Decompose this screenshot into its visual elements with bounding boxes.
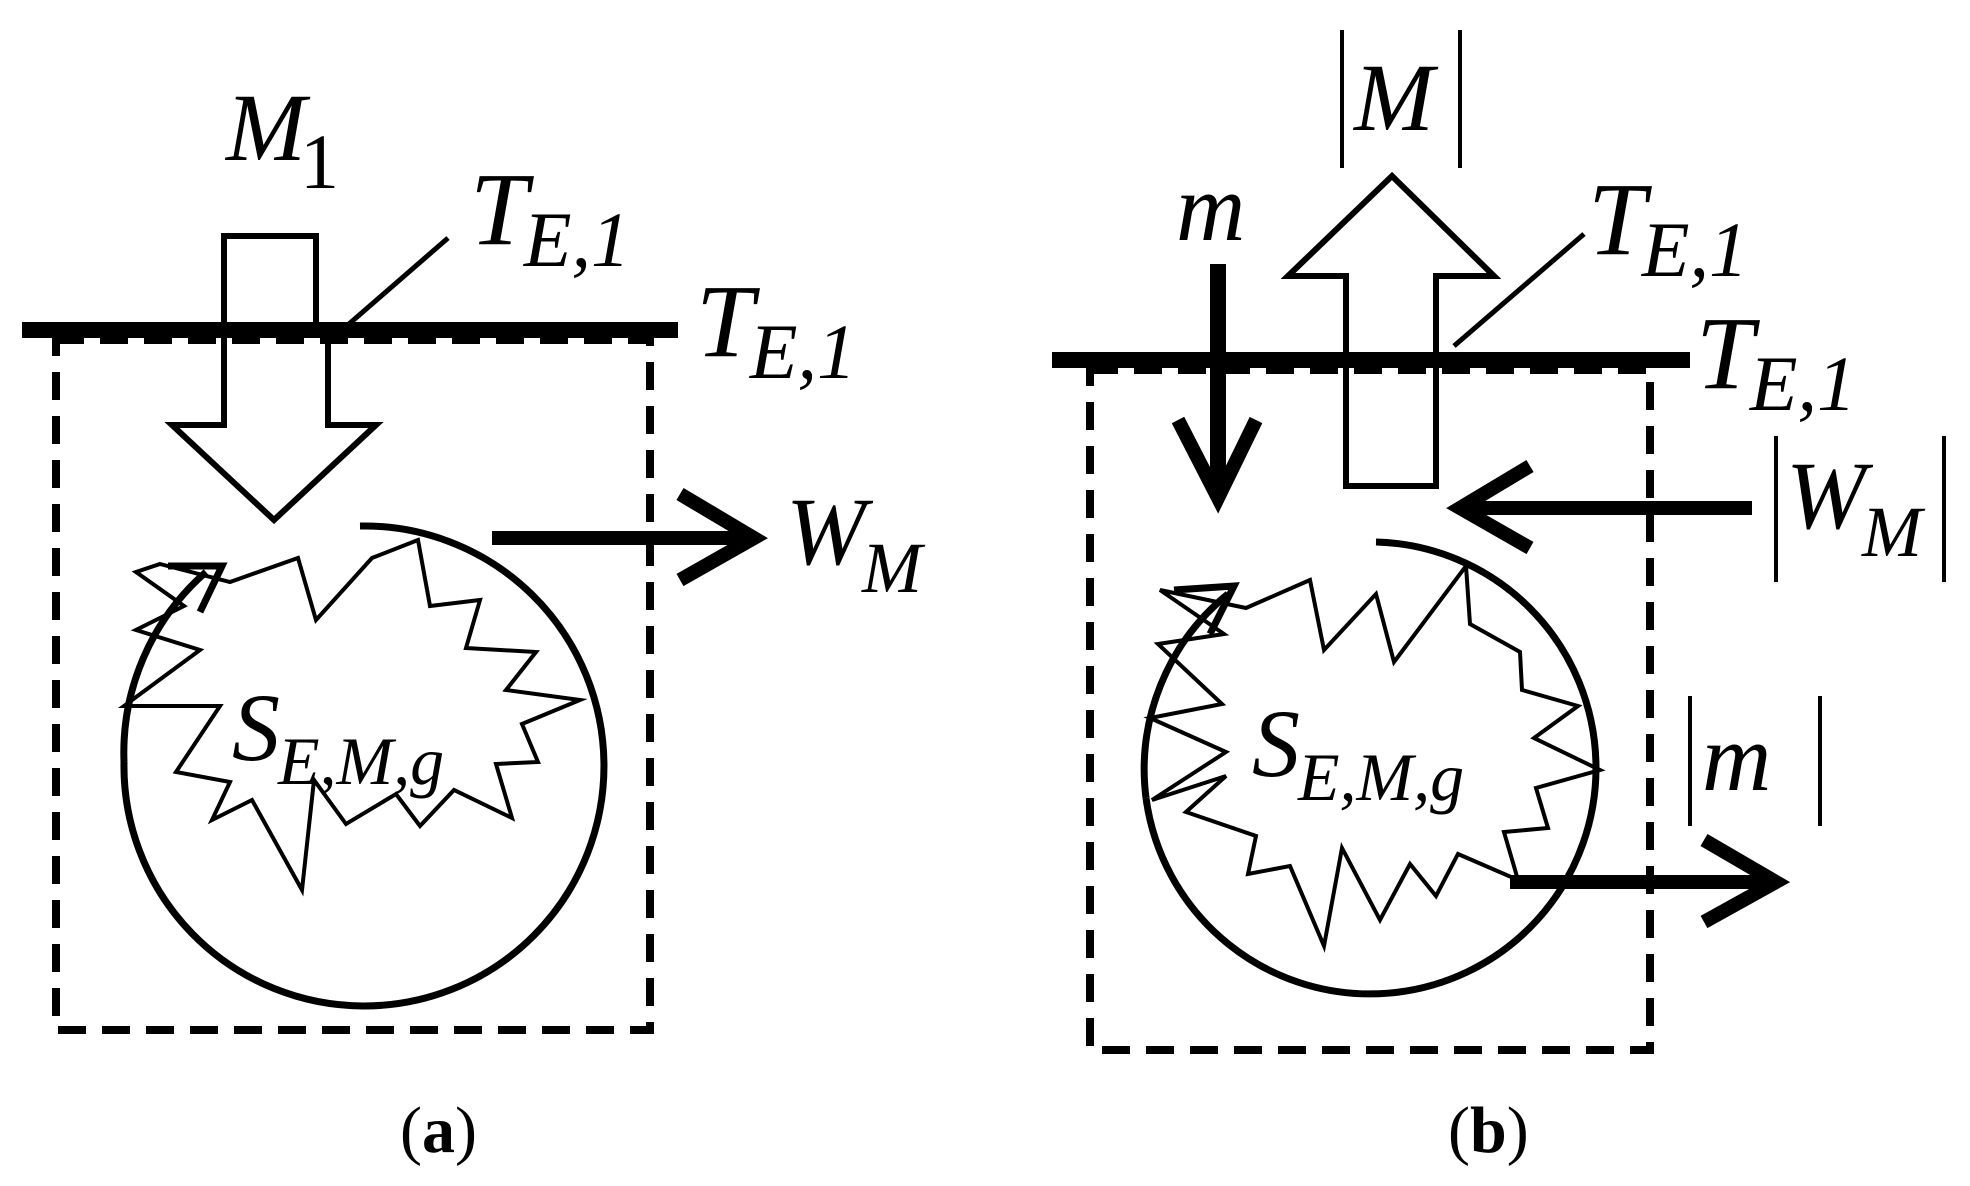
label-S-sub-a: E,M,g [277, 723, 444, 799]
te-leader-line-b [1452, 232, 1586, 348]
caption-b-open: ( [1448, 1094, 1470, 1167]
cycle-arrowhead-a [168, 562, 228, 614]
control-volume-a [52, 336, 654, 1034]
label-WM-sub-a: M [861, 528, 926, 608]
work-arrow-a [492, 487, 768, 587]
entropy-star-a [117, 537, 588, 897]
caption-b-close: ) [1507, 1094, 1529, 1167]
caption-a-close: ) [455, 1094, 477, 1167]
cycle-arrowhead-b [1173, 582, 1240, 636]
label-M1-main-a: M [224, 74, 311, 181]
svg-text:M1: M1 [224, 74, 339, 205]
label-M-abs-b: M [1352, 44, 1439, 151]
label-S-sub-b: E,M,g [1297, 739, 1464, 815]
label-S-main-a: S [232, 674, 280, 781]
svg-text:TE,1: TE,1 [696, 264, 856, 395]
label-TE-line-sub-b: E,1 [1749, 340, 1856, 427]
entropy-star-b [1143, 560, 1606, 953]
label-m-small-b: m [1176, 154, 1245, 261]
label-TE-leader-sub-b: E,1 [1641, 206, 1748, 293]
mass-inlet-arrow-b [1171, 264, 1263, 514]
caption-a: (a) [400, 1094, 477, 1167]
label-M1-sub-a: 1 [300, 118, 339, 205]
control-volume-b [1086, 366, 1654, 1054]
caption-b: (b) [1448, 1094, 1529, 1167]
svg-text:SE,M,g: SE,M,g [1252, 690, 1464, 815]
label-S-main-b: S [1252, 690, 1300, 797]
label-TE-line-main-a: T [696, 264, 760, 379]
work-arrow-b [1446, 459, 1752, 555]
cycle-circle-a [120, 522, 608, 1010]
svg-text:SE,M,g: SE,M,g [232, 674, 444, 799]
mass-outlet-arrow-b [1510, 833, 1791, 929]
inlet-box-a [221, 233, 319, 322]
svg-text:WM: WM [786, 478, 926, 608]
svg-text:TE,1: TE,1 [1696, 296, 1856, 427]
up-flow-arrow-b [1280, 171, 1502, 489]
te-leader-line-a [340, 236, 450, 332]
label-TE-line-sub-a: E,1 [749, 308, 856, 395]
label-WM-abs-sub-b: M [1861, 492, 1926, 572]
panel-b [1052, 30, 1946, 1054]
label-m-abs-b: m [1702, 704, 1771, 811]
label-WM-main-a: W [786, 478, 874, 585]
panel-a [22, 233, 768, 1034]
cycle-circle-arc-b [1140, 591, 1231, 799]
caption-a-open: ( [400, 1094, 422, 1167]
label-TE-line-main-b: T [1696, 296, 1760, 411]
label-TE-leader-main-b: T [1588, 162, 1652, 277]
cycle-circle-b [1142, 538, 1600, 998]
caption-b-letter: b [1470, 1094, 1507, 1167]
label-WM-abs-main-b: W [1786, 442, 1874, 549]
svg-text:TE,1: TE,1 [1588, 162, 1748, 293]
label-TE-leader-main-a: T [470, 152, 534, 267]
label-TE-leader-sub-a: E,1 [523, 196, 630, 283]
svg-text:WM: WM [1786, 442, 1926, 572]
down-flow-arrow-a [164, 327, 384, 525]
svg-text:TE,1: TE,1 [470, 152, 630, 283]
caption-a-letter: a [422, 1094, 455, 1167]
cycle-circle-arc-a [120, 569, 209, 763]
